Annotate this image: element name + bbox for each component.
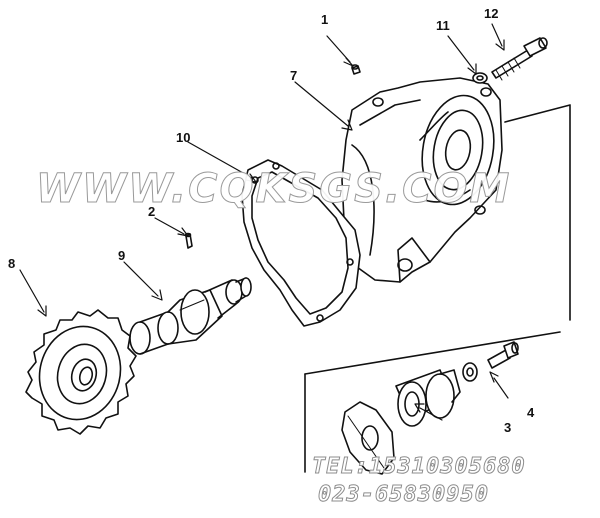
part-2-pin <box>184 232 193 249</box>
leader-lines <box>19 23 509 421</box>
callout-3: 3 <box>504 420 511 435</box>
part-3-sleeve <box>395 369 461 427</box>
part-8-gear <box>25 309 137 435</box>
callout-12: 12 <box>484 6 498 21</box>
callout-10: 10 <box>176 130 190 145</box>
frame-lines <box>304 104 571 473</box>
callout-2: 2 <box>148 204 155 219</box>
part-washer-lower <box>462 362 478 382</box>
part-9-shaft <box>129 277 252 355</box>
watermark-site: WWW.CQKSGS.COM <box>35 166 512 213</box>
callout-4: 4 <box>527 405 535 420</box>
part-11-washer <box>472 72 488 84</box>
watermark-tel: TEL:15310305680 <box>312 454 526 480</box>
watermark-phone: 023-65830950 <box>318 482 489 508</box>
part-5-thrust-plate <box>341 401 395 475</box>
part-1-plug <box>351 64 361 75</box>
callout-8: 8 <box>8 256 15 271</box>
callout-9: 9 <box>118 248 125 263</box>
part-12-bolt <box>491 37 548 81</box>
callout-11: 11 <box>436 18 450 33</box>
part-4-bolt <box>487 341 519 369</box>
callout-7: 7 <box>290 68 297 83</box>
part-10-gasket <box>241 159 361 327</box>
callout-1: 1 <box>321 12 328 27</box>
